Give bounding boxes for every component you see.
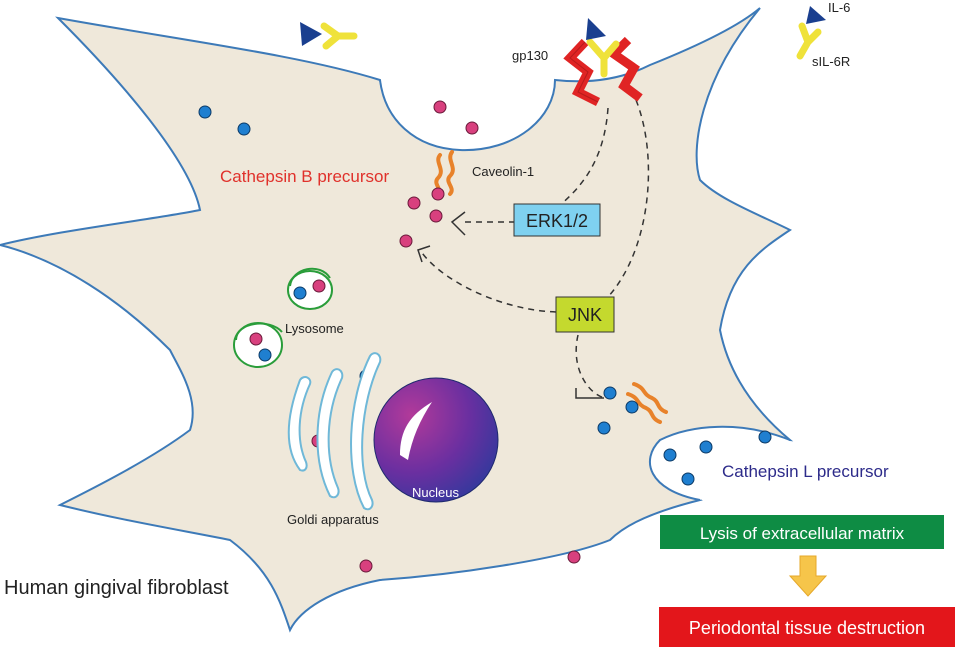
erk-box <box>513 203 601 237</box>
jnk-arrowhead <box>417 245 431 263</box>
lysosome-upper <box>287 267 333 310</box>
gp130-receptor <box>563 36 643 107</box>
cathepsin-b-dot <box>359 559 373 573</box>
gp130-to-erk-line <box>559 107 609 206</box>
golgi-apparatus <box>287 352 382 511</box>
cathepsin-l-dot <box>237 122 251 136</box>
cathepsin-l-dot <box>681 472 695 486</box>
cathepsin-b-dot <box>399 234 413 248</box>
caveolin-label: Caveolin-1 <box>472 164 534 179</box>
sil6r-label: sIL-6R <box>812 54 850 69</box>
cathepsin-b-label: Cathepsin B precursor <box>220 167 389 186</box>
cathepsin-l-dot <box>597 421 611 435</box>
down-arrow <box>788 555 828 597</box>
erk-label: ERK1/2 <box>526 211 588 231</box>
gp130-to-jnk-line <box>599 99 650 306</box>
cathepsin-l-particles <box>198 105 772 486</box>
il6-complex-free-top <box>300 22 358 50</box>
cathepsin-b-dot <box>431 187 445 201</box>
nucleus-highlight <box>400 402 432 460</box>
jnk-l-arrowhead <box>575 388 604 399</box>
il6-legend-icon <box>796 6 826 60</box>
jnk-to-cathepsin-l-line <box>575 334 606 399</box>
cathepsin-l-dot <box>663 448 677 462</box>
cell-membrane-invagination-top <box>379 79 556 152</box>
lysosome-label: Lysosome <box>285 321 344 336</box>
cathepsin-l-label: Cathepsin L precursor <box>722 462 889 481</box>
cathepsin-b-dot <box>407 196 421 210</box>
jnk-box <box>555 296 615 333</box>
golgi-label: Goldi apparatus <box>287 512 379 527</box>
caveolin-1-bottom <box>626 382 668 424</box>
nucleus <box>373 377 499 503</box>
cathepsin-b-dot <box>433 100 447 114</box>
gp130-label: gp130 <box>512 48 548 63</box>
cathepsin-b-dot <box>567 550 581 564</box>
cathepsin-b-dot <box>429 209 443 223</box>
lysosome-lower <box>233 322 283 368</box>
nucleus-label: Nucleus <box>412 485 459 500</box>
jnk-label: JNK <box>568 305 602 325</box>
cathepsin-l-dot <box>198 105 212 119</box>
lysis-box <box>660 515 944 549</box>
il6-complex-bound <box>586 18 620 78</box>
cathepsin-l-dot <box>699 440 713 454</box>
erk-arrowhead <box>450 211 466 236</box>
cell-label: Human gingival fibroblast <box>4 577 229 599</box>
cathepsin-l-dot <box>603 386 617 400</box>
signaling-pathways <box>419 99 650 399</box>
destruction-box <box>659 607 955 647</box>
destruction-label: Periodontal tissue destruction <box>689 618 925 638</box>
cathepsin-l-dot <box>625 400 639 414</box>
cathepsin-b-dot <box>465 121 479 135</box>
lysis-label: Lysis of extracellular matrix <box>700 524 905 543</box>
il6-label: IL-6 <box>828 0 850 15</box>
cathepsin-l-dot <box>758 430 772 444</box>
